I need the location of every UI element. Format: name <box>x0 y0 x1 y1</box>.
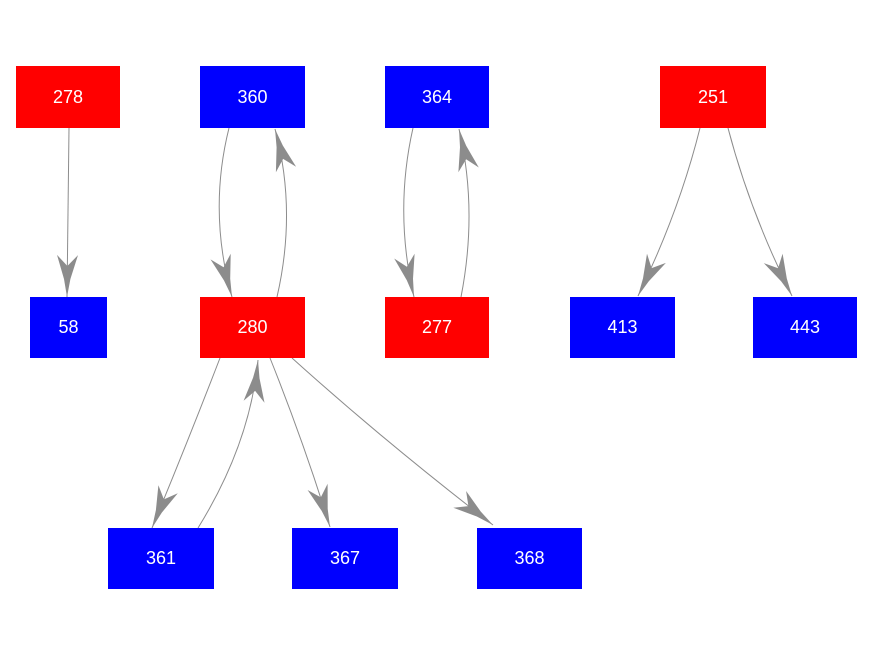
graph-node-443[interactable]: 443 <box>753 297 857 358</box>
arrowhead-360-to-280 <box>210 253 232 297</box>
graph-node-58[interactable]: 58 <box>30 297 107 358</box>
node-label: 361 <box>145 548 177 568</box>
edge-361-to-280 <box>197 359 259 529</box>
node-label: 413 <box>607 317 638 337</box>
arrowhead-361-to-280 <box>243 360 265 403</box>
graph-node-251[interactable]: 251 <box>660 66 766 128</box>
node-label: 251 <box>697 86 729 107</box>
node-label: 278 <box>52 86 84 107</box>
node-label: 367 <box>329 548 361 568</box>
graph-node-368[interactable]: 368 <box>477 528 582 589</box>
graph-node-361[interactable]: 361 <box>108 528 214 589</box>
arrowhead-280-to-360 <box>275 129 297 173</box>
arrowhead-364-to-277 <box>394 253 415 297</box>
node-label: 280 <box>237 317 268 337</box>
arrowhead-251-to-413 <box>638 253 666 296</box>
edge-280-to-368 <box>291 357 494 526</box>
arrowhead-280-to-361 <box>152 485 178 528</box>
node-label: 58 <box>58 317 79 337</box>
node-label: 368 <box>514 548 545 568</box>
graph-node-278[interactable]: 278 <box>16 66 120 128</box>
graph-node-360[interactable]: 360 <box>200 66 305 128</box>
graph-node-364[interactable]: 364 <box>385 66 489 128</box>
arrowhead-280-to-368 <box>453 491 493 525</box>
graph-node-277[interactable]: 277 <box>385 297 489 358</box>
arrowhead-277-to-364 <box>458 129 479 173</box>
arrowhead-251-to-443 <box>763 253 792 296</box>
node-label: 443 <box>789 317 821 337</box>
graph-node-413[interactable]: 413 <box>570 297 675 358</box>
node-label: 360 <box>237 86 268 107</box>
arrowhead-280-to-367 <box>307 483 330 527</box>
graph-node-280[interactable]: 280 <box>200 297 305 358</box>
graph-node-367[interactable]: 367 <box>292 528 398 589</box>
arrowhead-278-to-58 <box>57 254 78 297</box>
node-label: 364 <box>421 86 453 107</box>
node-label: 277 <box>421 317 453 337</box>
